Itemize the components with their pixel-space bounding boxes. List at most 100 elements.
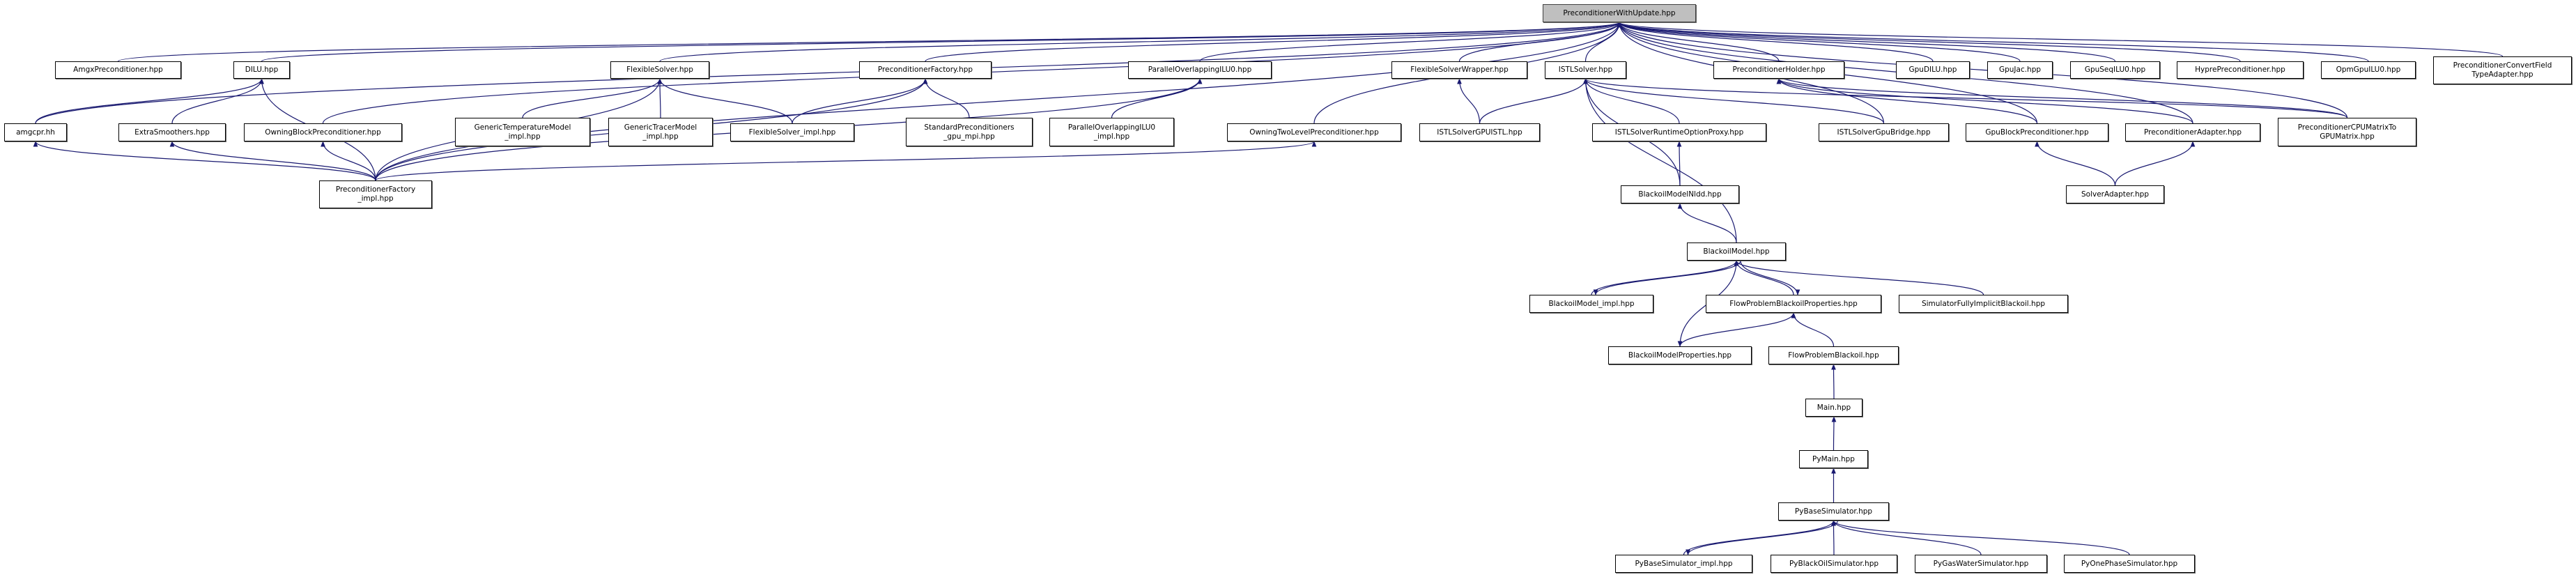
node-flexsolverimpl[interactable]: FlexibleSolver_impl.hpp <box>730 123 854 141</box>
node-gpublock[interactable]: GpuBlockPreconditioner.hpp <box>1966 123 2108 141</box>
node-blackoilmodel[interactable]: BlackoilModel.hpp <box>1687 243 1786 261</box>
edge-stdprecond-to-pfactory <box>923 78 970 118</box>
edge-pfactoryimpl-to-extrasmoothers <box>169 141 376 181</box>
node-istlsolver[interactable]: ISTLSolver.hpp <box>1545 61 1626 79</box>
node-istlgpubridge[interactable]: ISTLSolverGpuBridge.hpp <box>1819 123 1949 141</box>
node-extrasmoothers[interactable]: ExtraSmoothers.hpp <box>118 123 226 141</box>
edge-cpumatrix-to-istlsolver <box>1583 78 2348 118</box>
node-main[interactable]: Main.hpp <box>1805 399 1862 417</box>
edge-fswrapper-to-pwu <box>1458 22 1622 62</box>
node-gpujac[interactable]: GpuJac.hpp <box>1987 61 2053 79</box>
edge-pfactoryimpl-to-pwu <box>375 22 1622 181</box>
edge-fpb-to-fpbprops <box>1791 312 1835 347</box>
edge-pfactory-to-pwu <box>925 22 1622 62</box>
edge-pfactoryimpl-to-amgcpr <box>33 141 376 181</box>
edge-gpujac-to-pwu <box>1617 22 2021 62</box>
edge-pymain-to-main <box>1831 416 1837 451</box>
node-simfib[interactable]: SimulatorFullyImplicitBlackoil.hpp <box>1899 295 2068 313</box>
node-opmgpuilu0[interactable]: OpmGpuILU0.hpp <box>2321 61 2416 79</box>
edge-simfib-to-blackoilmodel <box>1734 260 1984 295</box>
node-istlgpuistl[interactable]: ISTLSolverGPUISTL.hpp <box>1419 123 1540 141</box>
edge-gpudilu-to-pwu <box>1617 22 1934 62</box>
edge-solveradapter-to-padapter <box>2114 141 2196 186</box>
node-poilu0[interactable]: ParallelOverlappingILU0.hpp <box>1128 61 1272 79</box>
node-pfactoryimpl[interactable]: PreconditionerFactory _impl.hpp <box>319 180 432 208</box>
node-pybasesim[interactable]: PyBaseSimulator.hpp <box>1778 502 1889 521</box>
node-owningtwolevel[interactable]: OwningTwoLevelPreconditioner.hpp <box>1227 123 1401 141</box>
node-owningblock[interactable]: OwningBlockPreconditioner.hpp <box>244 123 402 141</box>
node-fswrapper[interactable]: FlexibleSolverWrapper.hpp <box>1391 61 1527 79</box>
node-pymain[interactable]: PyMain.hpp <box>1799 450 1868 468</box>
edge-gpublock-to-pholder <box>1776 78 2038 124</box>
node-pyblackoil[interactable]: PyBlackOilSimulator.hpp <box>1771 555 1897 573</box>
edge-pybasesim-to-pybasesimimpl <box>1686 520 1839 555</box>
edge-convertfield-to-pwu <box>1617 22 2504 57</box>
node-blackoilmodelimpl[interactable]: BlackoilModel_impl.hpp <box>1529 295 1653 313</box>
edge-pfactoryimpl-to-owningtwolevel <box>375 141 1316 181</box>
node-fpbprops[interactable]: FlowProblemBlackoilProperties.hpp <box>1706 295 1881 313</box>
edge-gentemp-to-flexsolver <box>522 78 663 118</box>
edge-flexsolver-to-pwu <box>659 22 1621 62</box>
node-solveradapter[interactable]: SolverAdapter.hpp <box>2066 185 2164 203</box>
node-fpb[interactable]: FlowProblemBlackoil.hpp <box>1768 346 1899 364</box>
node-gpuseqilu0[interactable]: GpuSeqILU0.hpp <box>2070 61 2160 79</box>
edge-extrasmoothers-to-dilu <box>171 78 264 124</box>
edge-amgcpr-to-dilu <box>35 78 264 124</box>
node-nldd[interactable]: BlackoilModelNldd.hpp <box>1621 185 1739 203</box>
node-poilu0impl[interactable]: ParallelOverlappingILU0 _impl.hpp <box>1049 118 1174 146</box>
edge-amgx-to-pwu <box>117 22 1621 62</box>
node-amgcpr[interactable]: amgcpr.hh <box>4 123 67 141</box>
node-pfactory[interactable]: PreconditionerFactory.hpp <box>859 61 992 79</box>
node-pyonephase[interactable]: PyOnePhaseSimulator.hpp <box>2064 555 2195 573</box>
node-pybasesimimpl[interactable]: PyBaseSimulator_impl.hpp <box>1615 555 1752 573</box>
edge-blackoilmodelimpl-to-blackoilmodel <box>1591 260 1739 295</box>
edge-blackoilmodel-to-fpbprops <box>1740 260 1800 295</box>
edge-poilu0-to-pwu <box>1199 22 1622 62</box>
edge-flexsolverimpl-to-pfactory <box>792 78 928 124</box>
edge-poilu0impl-to-poilu0 <box>1111 78 1203 118</box>
edge-pfactoryimpl-to-owningblock <box>321 141 376 181</box>
node-istlruntime[interactable]: ISTLSolverRuntimeOptionProxy.hpp <box>1592 123 1766 141</box>
edge-cpumatrix-to-pwu <box>1617 22 2348 118</box>
edge-hypre-to-pwu <box>1617 22 2241 62</box>
edge-flexsolverimpl-to-flexsolver <box>657 78 793 124</box>
node-convertfield[interactable]: PreconditionerConvertField TypeAdapter.h… <box>2433 56 2572 84</box>
edge-pyonephase-to-pybasesim <box>1831 520 2130 555</box>
edge-blackoilmodel-to-istlsolver <box>1583 78 1737 243</box>
edge-blackoilmodel-to-nldd <box>1677 203 1737 243</box>
node-pholder[interactable]: PreconditionerHolder.hpp <box>1713 61 1844 79</box>
edge-istlruntime-to-istlsolver <box>1583 78 1680 124</box>
edge-pygaswater-to-pybasesim <box>1831 520 1982 555</box>
node-amgx[interactable]: AmgxPreconditioner.hpp <box>55 61 181 79</box>
node-gentemp[interactable]: GenericTemperatureModel _impl.hpp <box>455 118 590 146</box>
node-padapter[interactable]: PreconditionerAdapter.hpp <box>2125 123 2260 141</box>
node-pwu: PreconditionerWithUpdate.hpp <box>1543 4 1696 22</box>
node-dilu[interactable]: DILU.hpp <box>233 61 290 79</box>
edge-istlgpubridge-to-istlsolver <box>1583 78 1885 124</box>
node-bmprops[interactable]: BlackoilModelProperties.hpp <box>1608 346 1752 364</box>
edge-main-to-fpb <box>1831 364 1836 399</box>
node-pygaswater[interactable]: PyGasWaterSimulator.hpp <box>1915 555 2047 573</box>
edge-gpuseqilu0-to-pwu <box>1617 22 2116 62</box>
edge-istlgpuistl-to-istlsolver <box>1479 78 1588 124</box>
node-flexsolver[interactable]: FlexibleSolver.hpp <box>610 61 709 79</box>
edge-blackoilmodel-to-blackoilmodelimpl <box>1593 260 1741 295</box>
edge-pybasesimimpl-to-pybasesim <box>1683 520 1836 555</box>
edge-gentracer-to-flexsolver <box>657 78 663 118</box>
edge-bmprops-to-fpbprops <box>1679 312 1796 347</box>
edge-opmgpuilu0-to-pwu <box>1617 22 2369 62</box>
node-gentracer[interactable]: GenericTracerModel _impl.hpp <box>608 118 713 146</box>
node-stdprecond[interactable]: StandardPreconditioners _gpu_mpi.hpp <box>906 118 1033 146</box>
edge-amgcpr-to-pwu <box>35 22 1622 124</box>
edge-solveradapter-to-gpublock <box>2035 141 2116 186</box>
edge-pyblackoil-to-pybasesim <box>1831 520 1836 555</box>
edge-nldd-to-istlruntime <box>1676 141 1682 186</box>
node-cpumatrix[interactable]: PreconditionerCPUMatrixTo GPUMatrix.hpp <box>2278 118 2416 146</box>
node-gpudilu[interactable]: GpuDILU.hpp <box>1896 61 1970 79</box>
edge-istlgpuistl-to-fswrapper <box>1457 78 1481 124</box>
edge-padapter-to-pholder <box>1776 78 2193 124</box>
edge-istlsolver-to-pwu <box>1584 22 1622 62</box>
node-hypre[interactable]: HyprePreconditioner.hpp <box>2177 61 2304 79</box>
